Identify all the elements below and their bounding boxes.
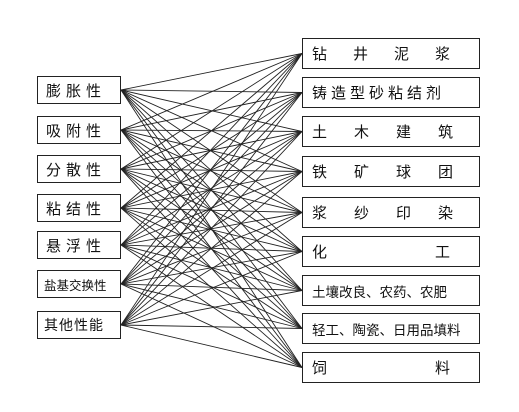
application-label: 浆纱印染: [312, 204, 480, 222]
property-label: 悬浮性: [46, 236, 107, 255]
connection-line: [120, 53, 303, 246]
connection-line: [120, 207, 303, 291]
application-text: 钻井泥浆: [312, 45, 477, 63]
property-adsorption: 吸附性: [37, 116, 121, 144]
application-light-industry-ceramics-filler: 轻工、陶瓷、日用品填料: [302, 313, 480, 344]
application-label: 土壤改良、农药、农肥: [312, 284, 447, 301]
application-label: 铸造型砂粘结剂: [312, 84, 446, 102]
connection-line: [120, 290, 303, 326]
application-iron-ore-pellets: 铁矿球团: [302, 156, 480, 187]
property-suspension: 悬浮性: [37, 231, 121, 259]
connection-line: [120, 283, 303, 291]
application-sizing-dyeing: 浆纱印染: [302, 197, 480, 228]
application-soil-pesticide-fertilizer: 土壤改良、农药、农肥: [302, 275, 480, 306]
property-label: 盐基交换性: [44, 277, 107, 293]
application-label: 饲料: [312, 359, 450, 377]
connection-line: [120, 53, 303, 91]
connection-line: [120, 53, 303, 209]
connection-line: [120, 207, 303, 368]
connection-line: [120, 171, 303, 326]
connection-line: [120, 89, 303, 213]
connection-line: [120, 131, 303, 209]
application-label: 化工: [312, 243, 450, 261]
connection-line: [120, 131, 303, 285]
application-label: 土木建筑: [312, 123, 480, 141]
property-binding: 粘结性: [37, 194, 121, 222]
property-other: 其他性能: [37, 311, 121, 339]
application-drilling-mud: 钻井泥浆: [302, 38, 480, 69]
property-label: 分散性: [46, 160, 107, 179]
connection-line: [120, 53, 303, 285]
connection-line: [120, 53, 303, 131]
property-label: 膨胀性: [46, 81, 107, 100]
connection-line: [120, 92, 303, 285]
connection-line: [120, 283, 303, 329]
connection-line: [120, 283, 303, 368]
application-feed: 饲料: [302, 352, 480, 383]
connection-line: [120, 129, 303, 213]
connection-line: [120, 207, 303, 213]
application-foundry-sand-binder: 铸造型砂粘结剂: [302, 77, 480, 108]
connection-line: [120, 131, 303, 326]
connection-line: [120, 92, 303, 209]
connection-line: [120, 251, 303, 326]
connection-line: [120, 251, 303, 285]
property-label: 其他性能: [44, 318, 104, 334]
connection-line: [120, 168, 303, 172]
connection-line: [120, 53, 303, 170]
connection-line: [120, 244, 303, 329]
application-label: 轻工、陶瓷、日用品填料: [312, 322, 461, 339]
application-civil-construction: 土木建筑: [302, 116, 480, 147]
property-swelling: 膨胀性: [37, 76, 121, 104]
connection-line: [120, 324, 303, 329]
property-label: 粘结性: [46, 199, 107, 218]
application-chemical-industry: 化工: [302, 236, 480, 267]
connection-line: [120, 207, 303, 252]
connection-line: [120, 324, 303, 368]
connection-line: [120, 92, 303, 326]
connection-line: [120, 53, 303, 326]
connection-line: [120, 212, 303, 326]
connection-line: [120, 168, 303, 213]
application-label: 铁矿球团: [312, 163, 480, 181]
property-label: 吸附性: [46, 121, 107, 140]
application-label: 钻井泥浆: [312, 43, 479, 64]
property-dispersion: 分散性: [37, 155, 121, 183]
property-cation-exchange: 盐基交换性: [37, 270, 121, 298]
